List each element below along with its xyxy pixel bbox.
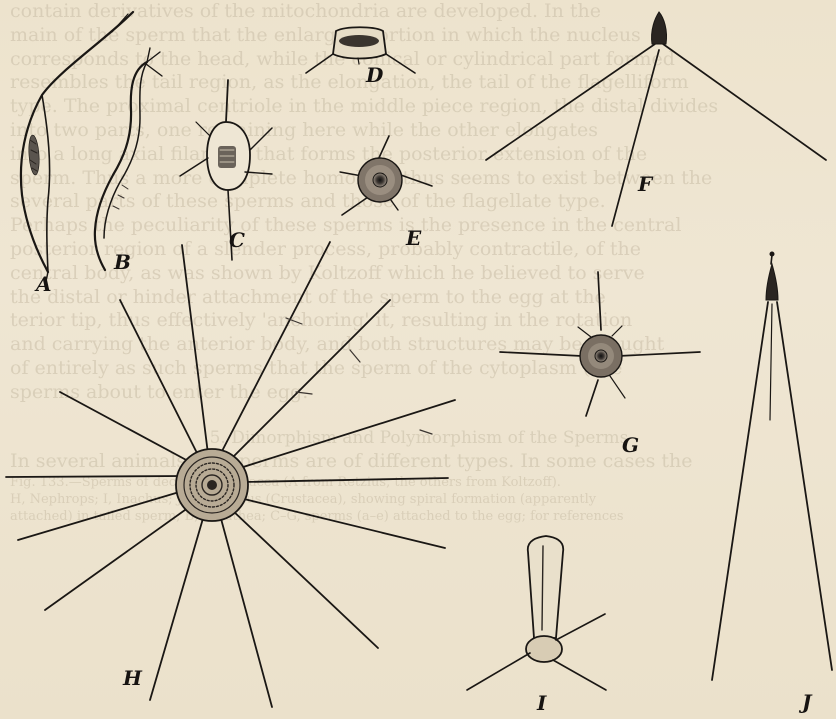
figure-label-f: F bbox=[637, 172, 654, 196]
figure-label-d: D bbox=[365, 63, 384, 87]
figure-label-a: A bbox=[34, 272, 52, 296]
sperm-drawing-c bbox=[180, 80, 272, 260]
sperm-drawing-i bbox=[467, 536, 606, 690]
figure-label-c: C bbox=[229, 228, 245, 252]
sperm-drawing-b bbox=[95, 48, 162, 270]
sperm-drawing-d bbox=[306, 27, 415, 73]
figure-label-i: I bbox=[536, 691, 547, 715]
sperm-drawing-e bbox=[340, 136, 432, 215]
sperm-drawing-f bbox=[486, 12, 826, 226]
sperm-drawing-g bbox=[500, 272, 700, 416]
figure-label-h: H bbox=[122, 666, 143, 690]
sperm-drawing-a bbox=[21, 12, 133, 286]
figure-label-g: G bbox=[622, 433, 639, 457]
sperm-drawing-j bbox=[712, 252, 832, 680]
figure-label-b: B bbox=[113, 250, 131, 274]
sperm-drawing-h bbox=[6, 242, 455, 707]
figure-label-j: J bbox=[798, 690, 813, 714]
figure-label-e: E bbox=[405, 226, 422, 250]
